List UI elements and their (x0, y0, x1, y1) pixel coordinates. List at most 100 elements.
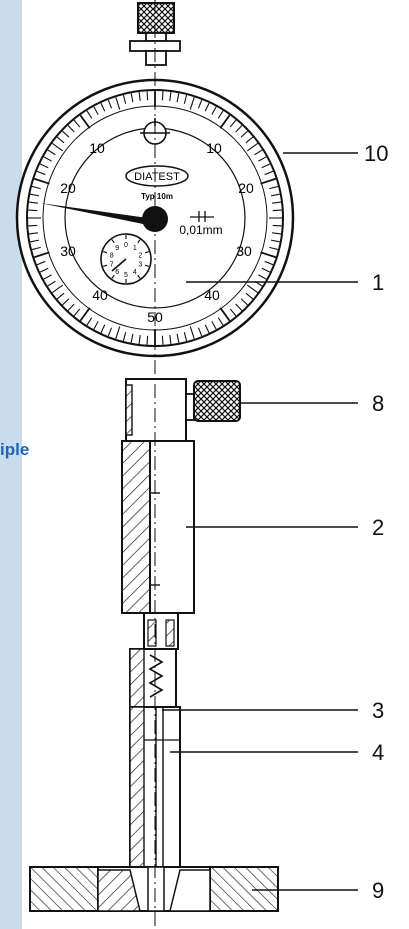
dial-tick (240, 298, 248, 306)
counter-label: 6 (115, 269, 119, 276)
dial-tick (47, 280, 56, 287)
scale-label-40-right: 40 (204, 287, 220, 303)
dial-scale-ticks (28, 91, 282, 345)
dial-tick (31, 246, 41, 251)
dial-tick (36, 170, 46, 176)
scale-label-10-right: 10 (206, 140, 222, 156)
dial-tick (272, 224, 282, 227)
dial-tick (197, 327, 203, 337)
dial-tick (229, 308, 237, 317)
scale-label-10-left: 10 (89, 140, 105, 156)
counter-label: 7 (110, 262, 114, 269)
resolution-marker: 0,01mm (179, 211, 223, 237)
revolution-counter-ticks (102, 235, 150, 283)
callout-8: 8 (372, 391, 385, 416)
dial-tick (235, 303, 243, 311)
side-heading-fragment: iple (0, 440, 30, 459)
counter-label: 5 (124, 272, 128, 279)
dial-tick (73, 119, 81, 128)
callout-3: 3 (372, 698, 385, 723)
dial-tick (30, 193, 40, 197)
dial-tick (161, 335, 164, 345)
dial-tick (219, 114, 231, 129)
dial-tick (260, 251, 277, 259)
dial-tick (272, 209, 282, 212)
dial-tick (79, 307, 91, 322)
dial-tick (115, 97, 121, 110)
resolution-label: 0,01mm (179, 223, 222, 237)
counter-label: 3 (138, 262, 142, 269)
dial-tick (254, 149, 263, 156)
dial-tick (107, 327, 113, 337)
dial-tick (28, 201, 38, 204)
dial-tick (261, 267, 271, 273)
dial-tick (93, 106, 99, 115)
dial-tick (246, 284, 259, 294)
dial-tick (217, 110, 224, 119)
dial-tick (272, 201, 282, 204)
dial-tick (258, 156, 267, 162)
counter-label: 2 (138, 252, 142, 259)
dial-tick (107, 99, 113, 109)
dial-tick (36, 260, 46, 266)
counter-tick (111, 239, 115, 244)
dial-tick (100, 324, 106, 334)
dial-tick (204, 102, 210, 112)
dial-tick (51, 284, 64, 294)
scale-label-20-left: 20 (60, 180, 76, 196)
dial-tick (260, 177, 277, 185)
dial-tick (130, 93, 134, 103)
scale-label-30-left: 30 (60, 243, 76, 259)
counter-tick (102, 264, 108, 267)
callout-1: 1 (372, 270, 385, 295)
counter-tick (144, 264, 150, 267)
top-knurled-knob (129, 2, 181, 66)
dial-tick (43, 274, 52, 280)
gauge-body (29, 378, 279, 912)
dial-tick (100, 102, 106, 112)
brand-badge: DIATEST Typ 10m (125, 165, 189, 201)
dial-tick (189, 97, 195, 110)
callout-2: 2 (372, 515, 385, 540)
brand-label: DIATEST (134, 171, 180, 183)
dial-tick (183, 94, 188, 104)
dial-tick (269, 185, 279, 190)
scale-label-30-right: 30 (236, 243, 252, 259)
dial-tick (146, 91, 149, 101)
dial-tick (56, 292, 65, 300)
dial-tick (270, 239, 280, 243)
dial-tick (176, 93, 180, 103)
dial-tick (138, 335, 141, 345)
dial-tick (51, 142, 64, 152)
dial-tick (33, 177, 50, 185)
dial-tick (122, 332, 127, 342)
counter-tick (137, 239, 141, 244)
dial-tick (43, 156, 52, 162)
dial-tick (130, 333, 134, 343)
dial-tick (86, 110, 93, 119)
dial-tick (240, 130, 248, 138)
dial-tick (31, 185, 41, 190)
dial-tick (264, 260, 274, 266)
dial-tick (28, 209, 38, 212)
dial-tick (62, 298, 70, 306)
dial-tick (86, 317, 93, 326)
callout-4: 4 (372, 740, 385, 765)
dial-tick (264, 170, 274, 176)
dial-tick (146, 335, 149, 345)
counter-tick (111, 274, 115, 279)
dial-tick (79, 114, 91, 129)
callout-10: 10 (364, 141, 389, 166)
dial-tick (47, 149, 56, 156)
dial-tick (204, 324, 210, 334)
counter-label: 1 (133, 245, 137, 252)
dial-tick (28, 232, 38, 235)
dial-tick (161, 91, 164, 101)
dial-tick (235, 125, 243, 133)
dial-tick (269, 246, 279, 251)
dial-tick (270, 193, 280, 197)
model-label: Typ 10m (141, 192, 173, 201)
dial-tick (56, 136, 65, 144)
